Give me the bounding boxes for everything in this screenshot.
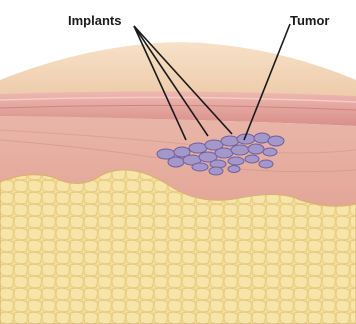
tumor-nodule [231,145,249,155]
tumor-nodule [228,166,240,173]
tumor-nodule [192,163,208,171]
tumor-nodule [245,155,259,163]
tumor-nodule [189,143,207,153]
tumor-nodule [248,144,264,154]
tumor-nodule [259,160,273,168]
tumor-nodule [215,148,233,158]
tumor-nodule [209,167,223,175]
tumor-label: Tumor [290,14,329,27]
tumor-nodule [263,148,277,156]
tumor-nodule [228,157,244,165]
tumor-nodule [221,136,239,146]
tumor-nodule [168,157,184,167]
tumor-nodule [268,136,284,146]
implants-label: Implants [68,14,121,27]
tissue-cross-section [0,40,356,324]
